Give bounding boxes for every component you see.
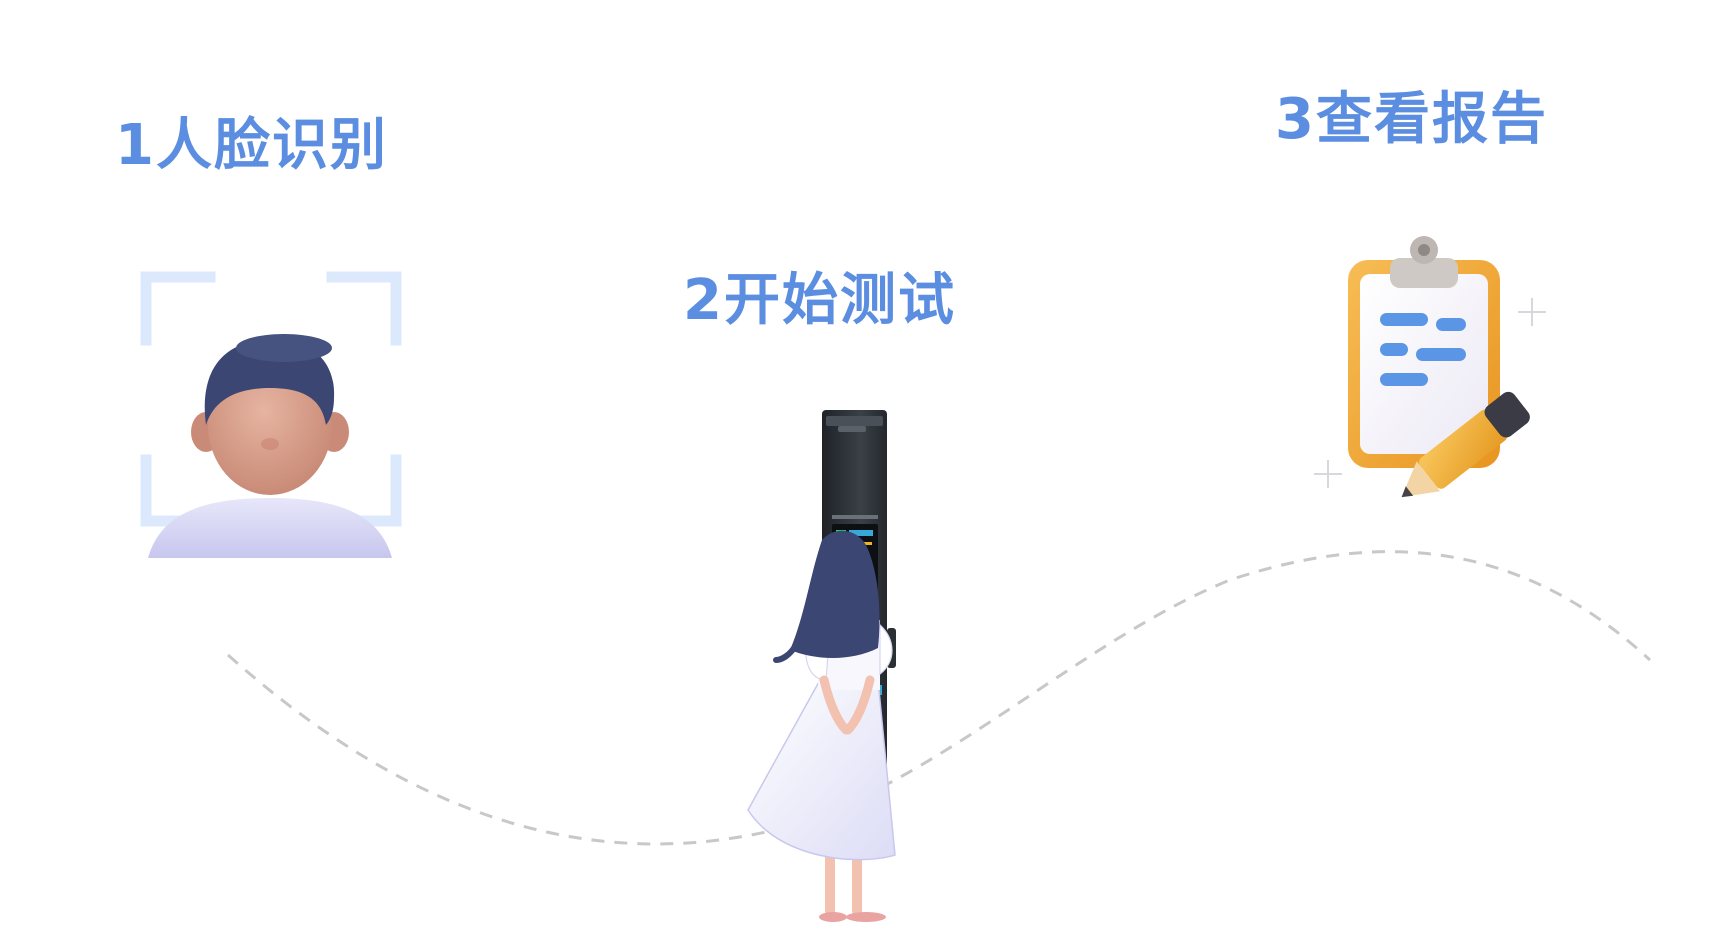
sparkle-icon (1314, 298, 1546, 488)
clipboard-report-icon (1314, 236, 1546, 498)
health-kiosk-person-icon (747, 410, 896, 922)
face-recognition-icon (140, 271, 402, 558)
step-2-title: 2开始测试 (683, 268, 956, 333)
step-3-title: 3查看报告 (1275, 87, 1548, 152)
pencil-icon (1401, 391, 1530, 498)
girl-figure (747, 530, 896, 922)
avatar-body (148, 498, 392, 558)
step-1-title: 1人脸识别 (115, 113, 388, 178)
clipboard-clip (1390, 258, 1458, 288)
girl-dress (747, 679, 896, 861)
report-lines (1380, 313, 1466, 386)
girl-hair (790, 530, 880, 658)
journey-path (227, 550, 1652, 846)
